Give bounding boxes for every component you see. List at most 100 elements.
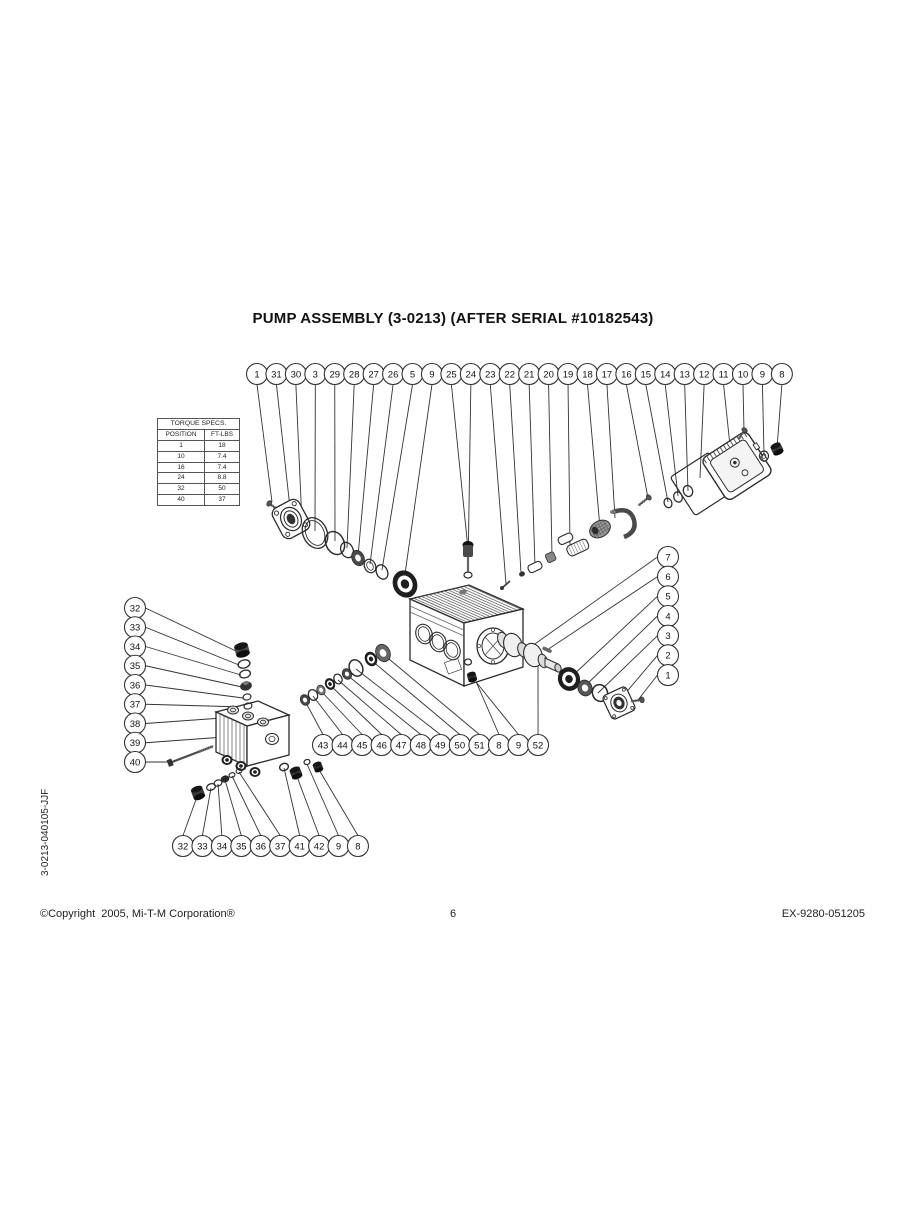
- callout-number: 20: [543, 369, 554, 380]
- torque-cell: 24: [157, 472, 205, 485]
- callout-number: 17: [602, 369, 613, 380]
- callout-9: 9: [420, 362, 444, 386]
- manifold-bolt: [166, 744, 214, 767]
- callout-number: 2: [665, 651, 670, 662]
- callout-number: 51: [474, 740, 485, 751]
- torque-cell: 40: [157, 493, 205, 506]
- callout-number: 19: [563, 369, 574, 380]
- torque-cell: 10: [157, 450, 205, 463]
- callout-number: 43: [318, 740, 329, 751]
- callout-number: 26: [388, 369, 399, 380]
- callout-number: 3: [313, 369, 318, 380]
- callout-7: 7: [656, 545, 680, 569]
- callout-number: 8: [779, 369, 784, 380]
- callout-number: 8: [355, 841, 360, 852]
- torque-col-header: FT-LBS: [204, 429, 240, 441]
- callout-1: 1: [656, 663, 680, 687]
- callout-number: 25: [446, 369, 457, 380]
- callout-number: 31: [271, 369, 282, 380]
- callout-44: 44: [331, 733, 354, 757]
- callout-number: 49: [435, 740, 446, 751]
- callout-34: 34: [123, 635, 147, 658]
- torque-col-header: POSITION: [157, 429, 205, 441]
- callout-number: 22: [504, 369, 515, 380]
- callout-number: 7: [665, 552, 670, 563]
- callout-number: 45: [357, 740, 368, 751]
- callout-33: 33: [123, 616, 147, 639]
- callout-number: 18: [582, 369, 593, 380]
- callout-3: 3: [304, 362, 327, 386]
- callout-number: 30: [291, 369, 302, 380]
- callout-34: 34: [210, 834, 233, 858]
- callout-32: 32: [123, 596, 147, 620]
- callout-number: 36: [130, 680, 141, 691]
- callout-number: 9: [336, 841, 341, 852]
- torque-cell: 16: [157, 461, 205, 474]
- connecting-rod: [589, 484, 694, 540]
- callout-40: 40: [123, 750, 147, 774]
- page-title: PUMP ASSEMBLY (3-0213) (AFTER SERIAL #10…: [252, 310, 654, 327]
- callout-33: 33: [191, 834, 214, 858]
- crankshaft: [497, 631, 562, 673]
- callout-51: 51: [468, 733, 491, 757]
- callout-number: 6: [665, 572, 670, 583]
- left-seal-stack: [266, 498, 418, 598]
- callout-22: 22: [498, 362, 521, 386]
- callout-number: 27: [368, 369, 379, 380]
- callout-number: 36: [255, 841, 266, 852]
- callout-50: 50: [448, 733, 471, 757]
- callout-30: 30: [284, 362, 307, 386]
- callout-12: 12: [693, 362, 716, 386]
- torque-cell: 1: [157, 439, 205, 452]
- callout-number: 1: [254, 369, 259, 380]
- torque-table-title: TORQUE SPECS.: [157, 417, 240, 431]
- callout-28: 28: [343, 362, 366, 386]
- callout-25: 25: [440, 362, 463, 386]
- callout-number: 8: [496, 740, 501, 751]
- callout-number: 3: [665, 631, 670, 642]
- callout-number: 33: [130, 623, 141, 634]
- callout-38: 38: [123, 712, 147, 735]
- callout-number: 5: [410, 369, 415, 380]
- callout-35: 35: [123, 654, 147, 677]
- callout-1: 1: [245, 362, 269, 386]
- callout-number: 15: [641, 369, 652, 380]
- callout-number: 38: [130, 719, 141, 730]
- torque-cell: 7.4: [204, 450, 240, 463]
- callout-number: 46: [376, 740, 387, 751]
- callout-27: 27: [362, 362, 385, 386]
- callout-number: 16: [621, 369, 632, 380]
- callout-36: 36: [249, 834, 272, 858]
- callout-number: 24: [466, 369, 477, 380]
- callout-number: 52: [533, 740, 544, 751]
- callout-39: 39: [123, 731, 147, 754]
- callout-9: 9: [507, 733, 530, 757]
- torque-cell: 7.4: [204, 461, 240, 474]
- callout-16: 16: [615, 362, 638, 386]
- callout-14: 14: [654, 362, 677, 386]
- callout-8: 8: [346, 834, 370, 858]
- callout-number: 1: [665, 670, 670, 681]
- callout-48: 48: [409, 733, 432, 757]
- callout-43: 43: [311, 733, 335, 757]
- callout-number: 34: [217, 841, 228, 852]
- callout-number: 44: [337, 740, 348, 751]
- manifold-lower-parts: [190, 758, 324, 801]
- callout-number: 33: [197, 841, 208, 852]
- callout-8: 8: [487, 733, 511, 757]
- callout-26: 26: [382, 362, 405, 386]
- callout-number: 9: [516, 740, 521, 751]
- callout-number: 42: [314, 841, 325, 852]
- callout-number: 47: [396, 740, 407, 751]
- callout-number: 50: [455, 740, 466, 751]
- callout-15: 15: [634, 362, 657, 386]
- valve-stack: [234, 642, 253, 710]
- callout-32: 32: [171, 834, 195, 858]
- callout-number: 12: [699, 369, 710, 380]
- callout-2: 2: [656, 644, 680, 667]
- callout-number: 13: [679, 369, 690, 380]
- callout-9: 9: [751, 362, 774, 386]
